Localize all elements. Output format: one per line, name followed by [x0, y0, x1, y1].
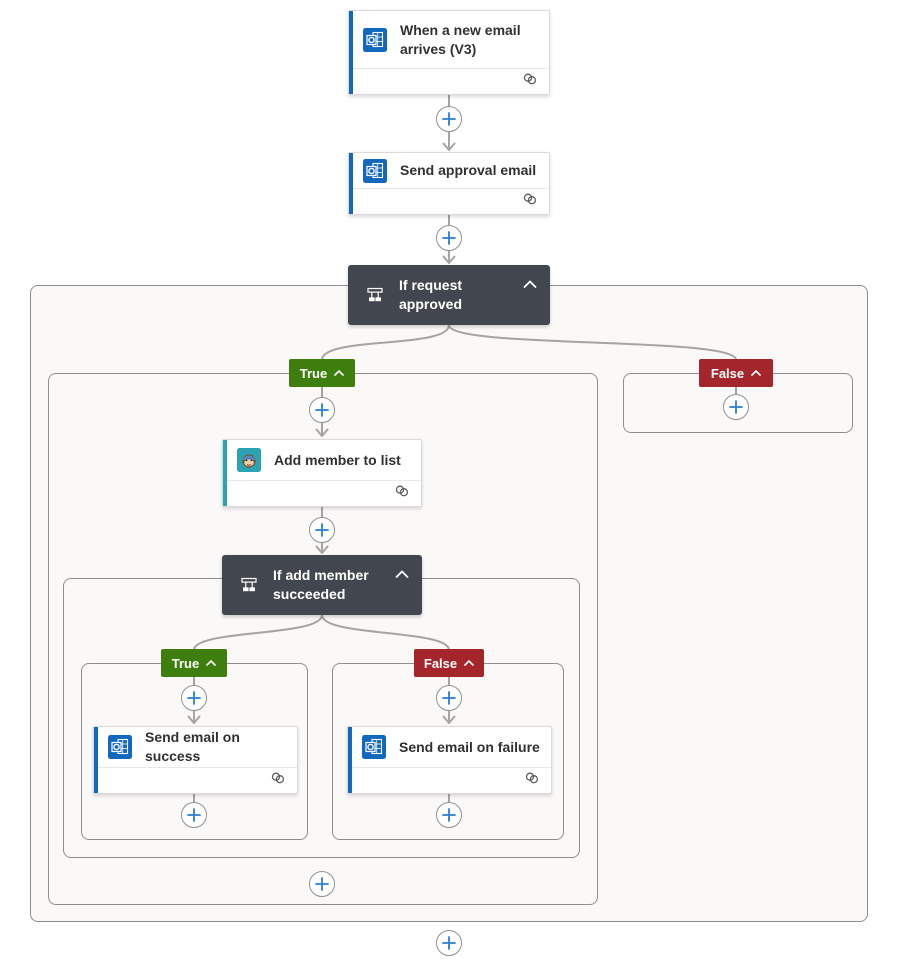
insert-action-button[interactable] [436, 802, 462, 828]
condition-icon [365, 285, 385, 305]
action-card-send-email-on-success[interactable]: Send email on success [93, 726, 298, 794]
insert-action-button[interactable] [181, 802, 207, 828]
card-accent [349, 153, 353, 214]
branch-badge-label: True [299, 365, 328, 381]
card-accent [94, 727, 98, 793]
insert-action-button[interactable] [436, 930, 462, 956]
card-title: Add member to list [274, 451, 401, 468]
branch-badge-true[interactable]: True [289, 359, 355, 387]
card-accent [349, 11, 353, 94]
outlook-icon [363, 158, 387, 183]
action-card-send-approval-email[interactable]: Send approval email [348, 152, 550, 215]
insert-action-button[interactable] [309, 397, 335, 423]
insert-action-button[interactable] [436, 225, 462, 251]
branch-badge-label: False [423, 655, 458, 671]
connection-reference-icon [522, 191, 538, 212]
insert-action-button[interactable] [436, 106, 462, 132]
card-title: When a new email arrives (V3) [400, 21, 521, 57]
collapse-chevron-icon[interactable] [523, 276, 537, 288]
collapse-chevron-icon[interactable] [395, 566, 409, 578]
card-title: Send approval email [400, 162, 537, 178]
action-card-send-email-on-failure[interactable]: Send email on failure [347, 726, 552, 794]
branch-badge-label: False [710, 365, 745, 381]
branch-badge-false[interactable]: False [699, 359, 773, 387]
outlook-icon [362, 735, 386, 759]
insert-action-button[interactable] [309, 871, 335, 897]
trigger-card-when-new-email-arrives[interactable]: When a new email arrives (V3) [348, 10, 550, 95]
insert-action-button[interactable] [723, 394, 749, 420]
outlook-icon [108, 735, 132, 759]
chevron-up-icon [334, 370, 345, 376]
inner-branch-badge-true[interactable]: True [161, 649, 227, 677]
connection-reference-icon [270, 770, 286, 791]
mailchimp-icon [237, 448, 261, 472]
inner-branch-badge-false[interactable]: False [414, 649, 484, 677]
card-title: Send email on failure [399, 738, 540, 755]
connection-reference-icon [524, 770, 540, 791]
insert-action-button[interactable] [181, 685, 207, 711]
insert-action-button[interactable] [436, 685, 462, 711]
chevron-up-icon [206, 660, 217, 666]
card-accent [223, 440, 227, 506]
chevron-up-icon [751, 370, 761, 376]
card-title: Send email on success [145, 729, 240, 764]
condition-icon [239, 575, 259, 595]
branch-badge-label: True [171, 655, 200, 671]
chevron-up-icon [464, 660, 474, 666]
condition-card-if-add-member-succeeded[interactable]: If add member succeeded [222, 555, 422, 615]
condition-title: If add member succeeded [273, 567, 369, 602]
insert-action-button[interactable] [309, 517, 335, 543]
connection-reference-icon [522, 71, 538, 92]
action-card-add-member-to-list[interactable]: Add member to list [222, 439, 422, 507]
connection-reference-icon [394, 483, 410, 504]
condition-title: If request approved [399, 277, 463, 312]
card-accent [348, 727, 352, 793]
outlook-icon [363, 27, 387, 52]
condition-card-if-request-approved[interactable]: If request approved [348, 265, 550, 325]
